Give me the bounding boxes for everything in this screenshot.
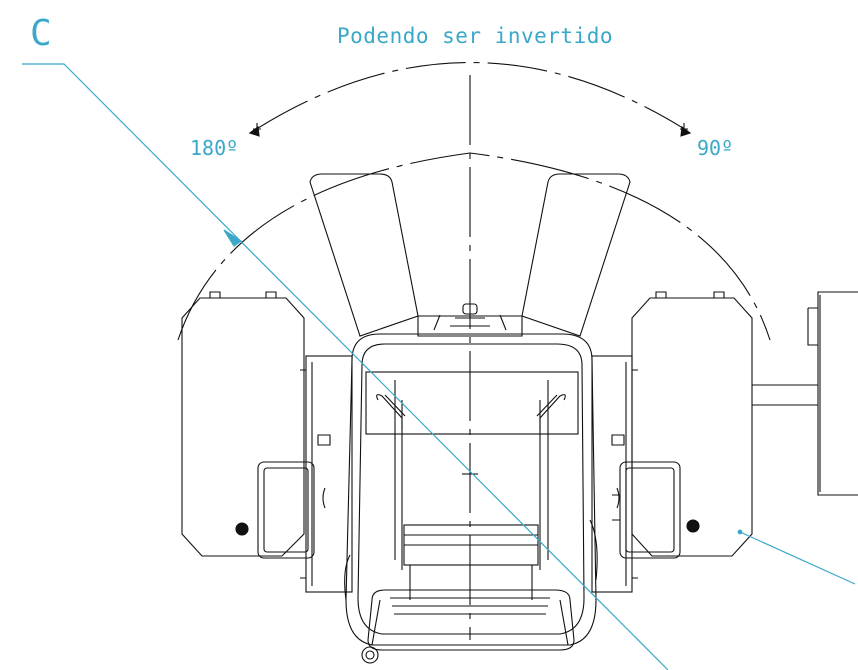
section-arrow-icon xyxy=(223,229,243,247)
back-panel-left xyxy=(309,173,419,337)
footrest xyxy=(367,589,575,651)
headrest xyxy=(417,315,523,337)
callout-leader-line xyxy=(739,531,856,585)
section-callout-label: C xyxy=(30,13,52,54)
cabinet-left xyxy=(181,297,305,557)
cabinet-left-drawer xyxy=(257,461,315,559)
arrow-right-icon xyxy=(680,125,692,137)
side-unit xyxy=(807,291,858,496)
frame-left xyxy=(305,355,353,593)
armrest-right xyxy=(536,394,566,430)
top-knob xyxy=(462,303,478,315)
rotation-arc-inner xyxy=(177,152,771,341)
angle-label-left: 180º xyxy=(190,136,239,160)
backrest xyxy=(365,371,579,435)
back-panel-right xyxy=(521,173,631,337)
pivot-mark-right xyxy=(680,123,688,131)
drawing-title: Podendo ser invertido xyxy=(337,24,614,48)
section-leader-line xyxy=(22,63,669,670)
foot-knob xyxy=(361,646,379,664)
cabinet-right-drawer xyxy=(619,461,681,559)
cabinet-right-knob xyxy=(686,519,700,533)
pivot-mark-left xyxy=(253,123,261,131)
seat-outer xyxy=(345,333,597,646)
armrest-left xyxy=(376,394,406,430)
cabinet-left-knob xyxy=(235,522,249,536)
angle-label-right: 90º xyxy=(697,136,734,160)
arrow-left-icon xyxy=(248,125,260,137)
cabinet-right xyxy=(631,297,753,557)
side-arm xyxy=(752,384,818,406)
callout-dot xyxy=(737,529,743,535)
